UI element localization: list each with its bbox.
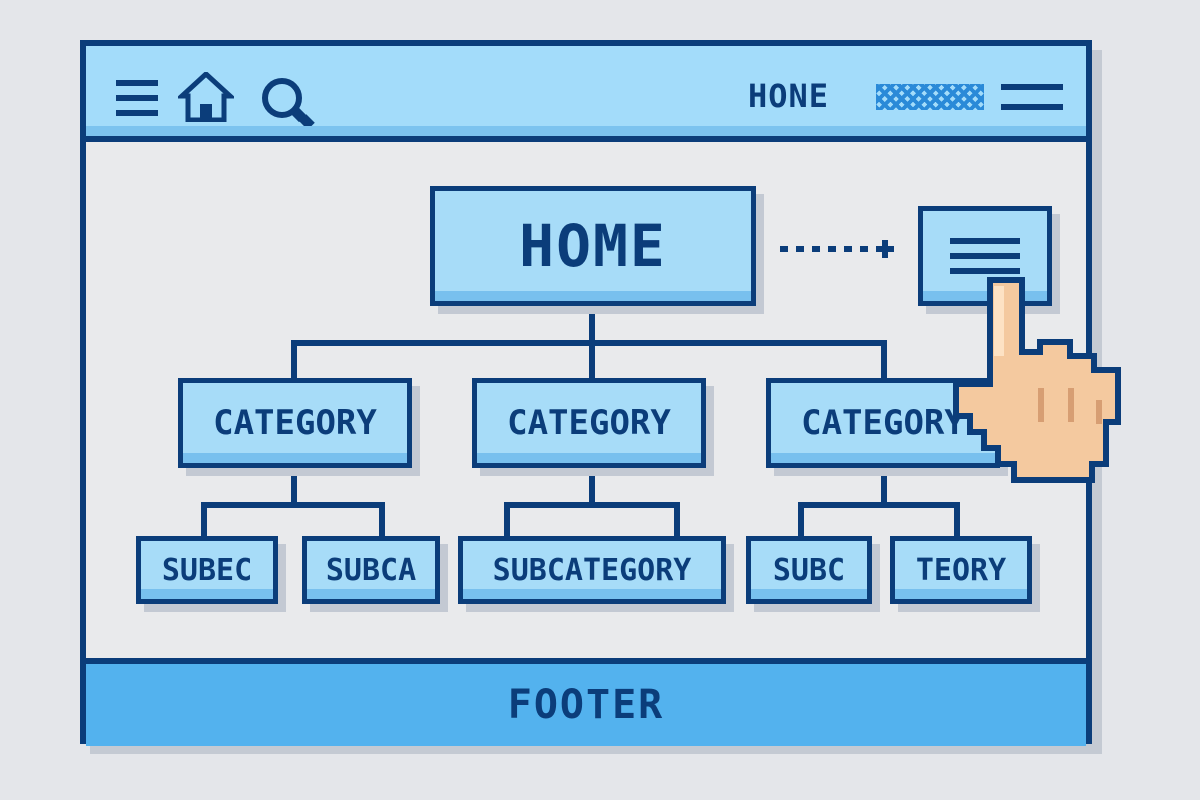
subcategory-node[interactable]: SUBC: [746, 536, 872, 604]
connector-line: [291, 340, 297, 378]
subcategory-node[interactable]: SUBCATEGORY: [458, 536, 726, 604]
subcategory-node[interactable]: TEORY: [890, 536, 1032, 604]
connector-line: [798, 502, 960, 508]
connector-line: [881, 468, 887, 504]
category-node[interactable]: CATEGORY: [472, 378, 706, 468]
arrow-head-icon: [876, 240, 894, 258]
connector-line: [201, 502, 207, 536]
nav-home-label: HONE: [748, 77, 830, 115]
connector-line: [881, 340, 887, 378]
category-label: CATEGORY: [507, 403, 671, 443]
footer-bar: FOOTER: [86, 658, 1086, 746]
connector-line: [589, 468, 595, 504]
hamburger-menu-icon[interactable]: [116, 80, 158, 116]
search-icon[interactable]: [258, 74, 316, 132]
connector-line: [291, 468, 297, 504]
subcategory-label: TEORY: [915, 552, 1007, 588]
subcategory-label: SUBCATEGORY: [492, 552, 692, 588]
category-node[interactable]: CATEGORY: [178, 378, 412, 468]
subcategory-label: SUBC: [772, 552, 846, 588]
nav-home-link[interactable]: HONE: [748, 76, 829, 116]
app-window: HONE HOME CATEGORY: [80, 40, 1092, 746]
connector-line: [674, 502, 680, 536]
subcategory-node[interactable]: SUBEC: [136, 536, 278, 604]
hand-pointer-cursor-icon: [953, 277, 1121, 483]
subcategory-label: SUBCA: [325, 552, 417, 588]
header-bar: HONE: [86, 46, 1086, 142]
home-node-label: HOME: [519, 212, 667, 280]
dotted-arrow-line: [780, 246, 874, 252]
subcategory-label: SUBEC: [161, 552, 253, 588]
menu-icon[interactable]: [1001, 80, 1063, 114]
home-node[interactable]: HOME: [430, 186, 756, 306]
home-icon[interactable]: [178, 72, 234, 122]
footer-label: FOOTER: [507, 682, 665, 728]
connector-line: [954, 502, 960, 536]
connector-line: [589, 340, 595, 378]
menu-node[interactable]: [918, 206, 1052, 306]
category-label: CATEGORY: [801, 403, 965, 443]
connector-line: [201, 502, 385, 508]
connector-line: [798, 502, 804, 536]
connector-line: [504, 502, 510, 536]
list-menu-icon: [950, 238, 1020, 274]
subcategory-node[interactable]: SUBCA: [302, 536, 440, 604]
connector-line: [379, 502, 385, 536]
category-label: CATEGORY: [213, 403, 377, 443]
connector-line: [589, 306, 595, 342]
nav-pattern-decoration: [876, 84, 984, 110]
connector-line: [504, 502, 680, 508]
